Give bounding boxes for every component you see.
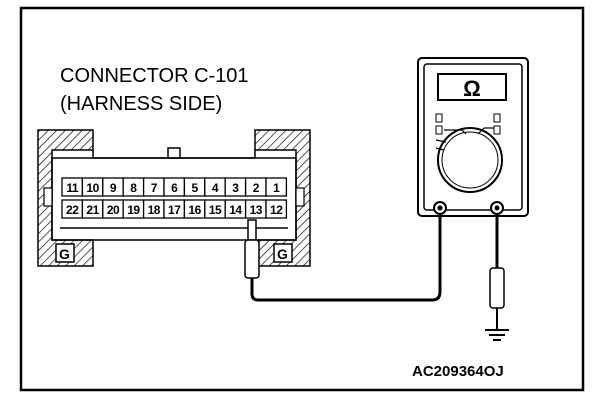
pin-label: 13 xyxy=(250,203,263,217)
pin-cell-19: 19 xyxy=(122,199,145,219)
connector-subtitle: (HARNESS SIDE) xyxy=(60,93,222,115)
pin-label: 8 xyxy=(130,181,137,195)
ground-probe xyxy=(489,214,505,330)
pin-label: 10 xyxy=(86,181,99,195)
probe-lead xyxy=(250,210,442,302)
pin-label: 1 xyxy=(273,181,280,195)
connector-housing xyxy=(37,129,311,267)
pin-label: 5 xyxy=(192,181,199,195)
figure-code: AC209364OJ xyxy=(412,363,504,380)
pin-cell-2: 2 xyxy=(244,177,267,197)
pin-label: 22 xyxy=(66,203,79,217)
pin-cell-8: 8 xyxy=(122,177,145,197)
pin-label: 6 xyxy=(171,181,178,195)
pin-label: 7 xyxy=(151,181,158,195)
pin-label: 21 xyxy=(86,203,99,217)
pin-label: 18 xyxy=(148,203,161,217)
pin-cell-22: 22 xyxy=(61,199,84,219)
pin-cell-21: 21 xyxy=(81,199,104,219)
pin-cell-14: 14 xyxy=(224,199,247,219)
diagram-frame xyxy=(19,6,585,392)
pin-label: 16 xyxy=(188,203,201,217)
multimeter: Ω xyxy=(417,57,529,217)
pin-label: 15 xyxy=(209,203,222,217)
pin-label: 2 xyxy=(253,181,260,195)
ground-symbol xyxy=(485,329,509,341)
pin-cell-3: 3 xyxy=(224,177,247,197)
pin-label: 19 xyxy=(127,203,140,217)
pin-cell-5: 5 xyxy=(183,177,206,197)
pin-label: 20 xyxy=(107,203,120,217)
ground-label-left: G xyxy=(55,243,75,263)
pin-label: 9 xyxy=(110,181,117,195)
pin-row-bottom: 22 21 20 19 18 17 16 15 14 13 12 xyxy=(61,199,288,219)
pin-cell-9: 9 xyxy=(102,177,124,197)
pin-cell-10: 10 xyxy=(81,177,104,197)
ground-label-right: G xyxy=(273,243,293,263)
pin-label: 4 xyxy=(212,181,219,195)
pin-cell-1: 1 xyxy=(265,177,288,197)
svg-text:G: G xyxy=(277,246,288,262)
ohm-symbol: Ω xyxy=(463,76,481,101)
pin-cell-6: 6 xyxy=(163,177,186,197)
meter-display xyxy=(437,73,507,101)
pin-cell-7: 7 xyxy=(142,177,165,197)
pin-cell-20: 20 xyxy=(102,199,124,219)
pin-label: 17 xyxy=(168,203,181,217)
locking-tab xyxy=(167,147,181,159)
pin-label: 12 xyxy=(270,203,283,217)
pin-label: 3 xyxy=(232,181,239,195)
pin-cell-16: 16 xyxy=(183,199,206,219)
pin-cell-4: 4 xyxy=(204,177,226,197)
pin-cell-11: 11 xyxy=(61,177,84,197)
pin-label: 14 xyxy=(229,203,242,217)
pin-label: 11 xyxy=(66,181,79,195)
pin-cell-15: 15 xyxy=(204,199,226,219)
pin-cell-12: 12 xyxy=(265,199,288,219)
pin-cell-13: 13 xyxy=(244,199,267,219)
connector-title: CONNECTOR C-101 xyxy=(60,65,249,87)
pin-cell-18: 18 xyxy=(142,199,165,219)
svg-text:G: G xyxy=(59,246,70,262)
selector-dial xyxy=(437,127,503,193)
pin-cell-17: 17 xyxy=(163,199,186,219)
